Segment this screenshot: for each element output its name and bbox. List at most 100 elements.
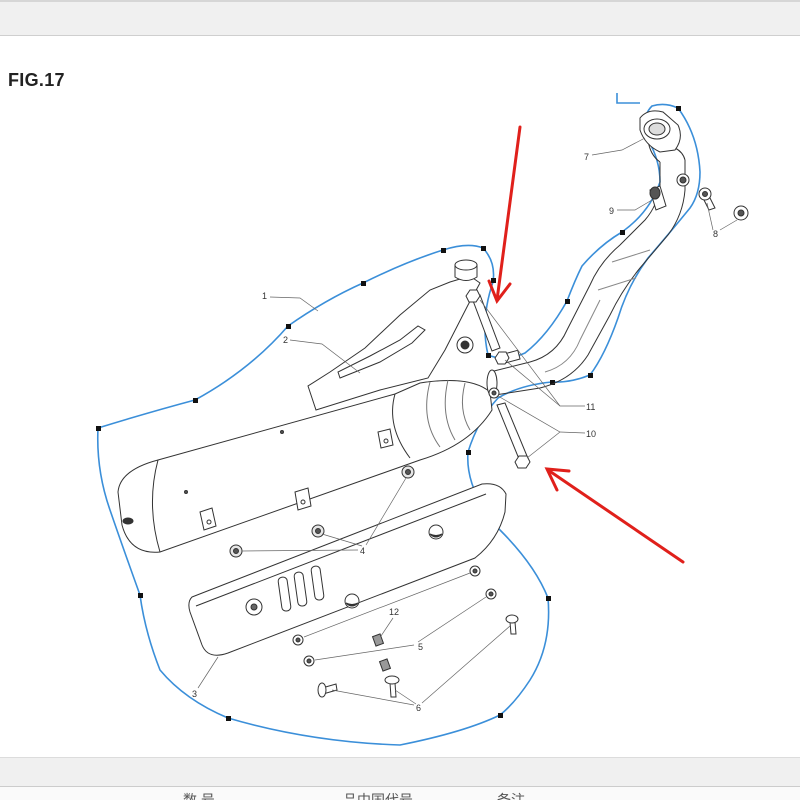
mount-tab-hole	[300, 499, 306, 505]
handle	[676, 106, 681, 111]
body-rivet	[280, 430, 284, 434]
arrow-upleft-head	[544, 467, 571, 492]
screw-head	[384, 675, 400, 685]
cone-hatch	[461, 382, 471, 431]
handle	[486, 353, 491, 358]
spring-washers	[371, 633, 392, 672]
vent-slot	[310, 565, 325, 601]
lower-washer-hole	[491, 390, 497, 396]
pipe-shading	[544, 299, 601, 373]
callout-9: 9	[609, 206, 614, 216]
callout-4: 4	[360, 546, 365, 556]
screw-shank	[509, 621, 517, 635]
mount-tab	[294, 487, 312, 511]
callout-2: 2	[283, 335, 288, 345]
figure-label: FIG.17	[8, 70, 65, 90]
joint-fasteners	[465, 289, 531, 469]
mount-tab	[377, 428, 394, 449]
parts-table-header: 数 号 品中国代号 备注	[0, 787, 800, 800]
flange-bore	[648, 122, 666, 136]
callout-12: 12	[389, 607, 399, 617]
vent-slot	[293, 571, 308, 607]
handle	[588, 373, 593, 378]
leader-8	[706, 202, 714, 231]
flange-bolts	[698, 187, 749, 221]
exploded-parts-diagram: 1 2 3 4 5 6 7 8 9 10 11 12	[96, 93, 749, 746]
callout-6: 6	[416, 703, 421, 713]
outline-handles	[96, 106, 681, 721]
handle	[441, 248, 446, 253]
handle	[138, 593, 143, 598]
upper-bolt-head	[465, 289, 481, 303]
column-header: 品中国代号	[343, 792, 413, 800]
arrow-upleft	[546, 468, 685, 564]
leader-6	[331, 689, 415, 706]
leader-2	[289, 339, 361, 374]
handle	[546, 596, 551, 601]
muffler	[117, 379, 493, 553]
handle	[193, 398, 198, 403]
mount-tab-hole	[206, 519, 212, 525]
pipe-neck	[674, 147, 686, 161]
tail-outlet	[122, 517, 134, 525]
cone-hatch	[426, 381, 441, 448]
callout-3: 3	[192, 689, 197, 699]
leader-3	[197, 656, 219, 689]
callout-8: 8	[713, 229, 718, 239]
upper-bracket	[307, 259, 481, 411]
vent-slot	[277, 576, 292, 612]
leader-6	[421, 625, 511, 704]
arrow-down	[495, 125, 522, 302]
leader-10	[526, 431, 561, 459]
screw-head	[505, 614, 519, 624]
handle	[550, 380, 555, 385]
handle	[286, 324, 291, 329]
exhaust-pipe	[486, 110, 690, 397]
bolt-head-inner	[702, 191, 708, 197]
grommet-core	[233, 548, 239, 554]
leader-9	[617, 199, 653, 211]
arrow-down-head	[487, 279, 512, 305]
heat-shield-plate	[188, 483, 507, 656]
mount-tab	[199, 507, 217, 531]
outline-tick	[616, 93, 640, 104]
viewer-toolbar	[0, 0, 800, 36]
handle	[565, 299, 570, 304]
leader-6	[394, 689, 417, 705]
lower-bolt	[496, 402, 528, 460]
handle	[96, 426, 101, 431]
footer-band	[0, 757, 800, 787]
pipe-shield-line	[597, 277, 637, 291]
handle	[620, 230, 625, 235]
leader-lines	[197, 137, 738, 706]
bracket-cutout	[337, 325, 426, 379]
washer-hole	[488, 591, 494, 597]
washers	[292, 565, 497, 667]
grommets	[229, 465, 415, 558]
mount-hole-inner	[250, 603, 258, 611]
flange-ring	[643, 118, 671, 140]
cone-hatch	[444, 379, 456, 441]
leader-4	[321, 533, 363, 547]
column-header: 备注	[497, 792, 525, 800]
stud	[649, 185, 667, 211]
red-arrows	[487, 125, 685, 564]
mount-tab-hole	[383, 438, 389, 444]
callout-10: 10	[586, 429, 596, 439]
callout-7: 7	[584, 152, 589, 162]
bracket-bushing-core	[460, 340, 470, 350]
washer-hole	[306, 658, 312, 664]
leader-8	[719, 219, 738, 231]
upper-nut	[494, 351, 510, 365]
handle	[491, 278, 496, 283]
mount-sleeve-top	[454, 259, 478, 271]
pipe-edge-lower	[494, 160, 686, 396]
washer-hole	[472, 568, 478, 574]
handle	[361, 281, 366, 286]
leader-5	[314, 644, 415, 661]
leader-11	[504, 359, 561, 407]
handle	[481, 246, 486, 251]
callout-11: 11	[586, 402, 595, 412]
body-rivet	[184, 490, 188, 494]
leader-4	[365, 477, 407, 546]
